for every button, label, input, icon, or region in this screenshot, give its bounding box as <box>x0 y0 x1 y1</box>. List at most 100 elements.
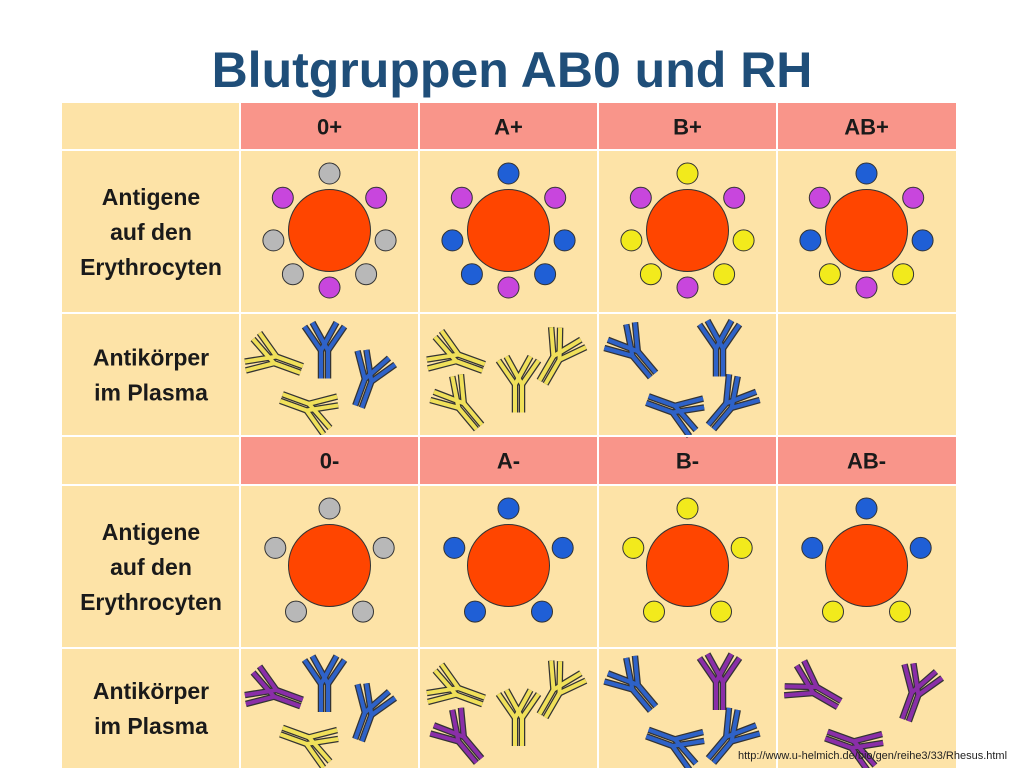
rbc-rh-positive-1 <box>441 162 576 299</box>
rbc-rh-positive-2-antigen-2 <box>732 229 755 252</box>
rbc-rh-positive-0 <box>262 162 397 299</box>
rbc-rh-positive-2-antigen-6 <box>620 229 643 252</box>
rbc-rh-positive-3-erythrocyte <box>825 189 908 272</box>
antibody-rh-negative-1-1 <box>429 707 485 765</box>
rbc-rh-negative-0 <box>264 497 395 623</box>
rbc-rh-negative-3-erythrocyte <box>825 524 908 607</box>
header-rh-positive-0: 0+ <box>317 115 342 140</box>
rbc-rh-positive-1-antigen-1 <box>544 186 567 209</box>
rbc-rh-negative-3-antigen-0 <box>855 497 878 520</box>
rbc-rh-positive-2-antigen-0 <box>676 162 699 185</box>
antibody-rh-positive-0-3 <box>352 349 398 409</box>
rbc-rh-positive-0-antigen-2 <box>374 229 397 252</box>
antibody-rh-positive-1-3 <box>536 326 588 386</box>
antibody-rh-positive-0-0 <box>244 330 304 376</box>
row-label-antigene-rh-negative-line-1: auf den <box>110 554 192 580</box>
rbc-rh-positive-3 <box>799 162 934 299</box>
antibody-rh-negative-0-1 <box>301 654 348 712</box>
page-title: Blutgruppen AB0 und RH <box>211 42 813 98</box>
row-label-antigene-rh-negative-line-0: Antigene <box>102 519 200 545</box>
antibody-rh-positive-2-2 <box>645 393 705 439</box>
rbc-rh-negative-3-antigen-4 <box>801 536 824 559</box>
rbc-rh-positive-3-antigen-6 <box>799 229 822 252</box>
rbc-rh-negative-1-antigen-3 <box>464 600 486 623</box>
rbc-rh-negative-1-antigen-4 <box>443 536 466 559</box>
antibody-rh-positive-0-1 <box>301 320 348 379</box>
antibody-rh-negative-1-0 <box>426 662 486 708</box>
row-label-antigene-rh-positive-line-1: auf den <box>110 219 192 245</box>
antibody-rh-negative-2-0 <box>603 655 659 713</box>
antibody-rh-negative-0-3 <box>352 682 398 743</box>
rbc-rh-negative-3-antigen-2 <box>889 600 911 623</box>
rbc-rh-positive-0-antigen-3 <box>355 263 378 286</box>
rbc-rh-positive-3-antigen-0 <box>855 162 878 185</box>
rbc-rh-positive-3-antigen-5 <box>818 263 841 286</box>
antibody-rh-negative-2-2 <box>645 726 705 768</box>
rbc-rh-positive-0-erythrocyte <box>288 189 371 272</box>
antibody-rh-negative-0-0 <box>244 664 304 710</box>
antibody-rh-positive-1-1 <box>429 374 485 432</box>
rbc-rh-positive-3-antigen-2 <box>911 229 934 252</box>
rbc-rh-negative-0-antigen-2 <box>352 600 374 623</box>
rbc-rh-positive-2 <box>620 162 755 299</box>
row-label-antikoerper-rh-negative-line-1: im Plasma <box>94 713 208 739</box>
rbc-rh-negative-1-antigen-2 <box>531 600 553 623</box>
rbc-rh-positive-3-antigen-4 <box>855 276 878 299</box>
rbc-rh-positive-1-antigen-4 <box>497 276 520 299</box>
antibody-rh-positive-1-2 <box>495 354 542 413</box>
rbc-rh-positive-1-antigen-2 <box>553 229 576 252</box>
source-url: http://www.u-helmich.de/bio/gen/reihe3/3… <box>738 750 1008 762</box>
row-label-antigene-rh-negative-line-2: Erythrocyten <box>80 589 222 615</box>
antibody-rh-positive-1-0 <box>426 328 486 374</box>
rbc-rh-negative-2-antigen-3 <box>643 600 665 623</box>
antibody-rh-negative-2-1 <box>696 652 743 710</box>
antibody-rh-positive-2-3 <box>705 374 761 432</box>
rbc-rh-negative-2-antigen-0 <box>676 497 699 520</box>
rbc-rh-negative-3-antigen-1 <box>909 536 932 559</box>
rbc-rh-positive-1-erythrocyte <box>467 189 550 272</box>
rbc-rh-negative-2-antigen-4 <box>622 536 645 559</box>
antibody-rh-negative-1-3 <box>536 660 588 720</box>
rbc-rh-negative-3 <box>801 497 932 623</box>
rbc-rh-positive-0-antigen-5 <box>281 263 304 286</box>
rbc-rh-positive-2-antigen-4 <box>676 276 699 299</box>
rbc-rh-negative-2-antigen-2 <box>710 600 732 623</box>
rbc-rh-negative-3-antigen-3 <box>822 600 844 623</box>
header-rh-negative-2: B- <box>676 449 699 474</box>
row-label-antigene-rh-positive-line-2: Erythrocyten <box>80 254 222 280</box>
rbc-rh-positive-2-antigen-5 <box>639 263 662 286</box>
antibody-rh-positive-2-1 <box>696 318 743 377</box>
rbc-rh-positive-2-erythrocyte <box>646 189 729 272</box>
rbc-rh-positive-1-antigen-0 <box>497 162 520 185</box>
rbc-rh-positive-1-antigen-7 <box>450 186 473 209</box>
antibody-rh-positive-0-2 <box>279 391 339 437</box>
rbc-rh-positive-0-antigen-1 <box>365 186 388 209</box>
rbc-rh-negative-1 <box>443 497 574 623</box>
table-grid-lines <box>62 103 956 768</box>
rbc-rh-negative-0-antigen-4 <box>264 536 287 559</box>
rbc-rh-positive-1-antigen-5 <box>460 263 483 286</box>
rbc-rh-negative-2-erythrocyte <box>646 524 729 607</box>
rbc-rh-negative-1-antigen-0 <box>497 497 520 520</box>
header-rh-negative-3: AB- <box>847 449 886 474</box>
header-rh-positive-3: AB+ <box>844 115 889 140</box>
antibody-rh-negative-3-1 <box>824 728 884 768</box>
rbc-rh-positive-1-antigen-3 <box>534 263 557 286</box>
header-rh-positive-1: A+ <box>494 115 523 140</box>
rbc-rh-negative-0-antigen-0 <box>318 497 341 520</box>
row-label-antigene-rh-positive-line-0: Antigene <box>102 184 200 210</box>
antibody-rh-negative-3-2 <box>899 662 945 723</box>
rbc-rh-positive-3-antigen-3 <box>892 263 915 286</box>
rbc-rh-positive-0-antigen-0 <box>318 162 341 185</box>
rbc-rh-negative-0-antigen-1 <box>372 536 395 559</box>
row-label-antikoerper-rh-negative: Antikörper im Plasma <box>93 678 209 739</box>
antibody-rh-positive-2-0 <box>603 322 659 380</box>
rbc-rh-positive-0-antigen-4 <box>318 276 341 299</box>
row-label-antikoerper-rh-negative-line-0: Antikörper <box>93 678 209 704</box>
